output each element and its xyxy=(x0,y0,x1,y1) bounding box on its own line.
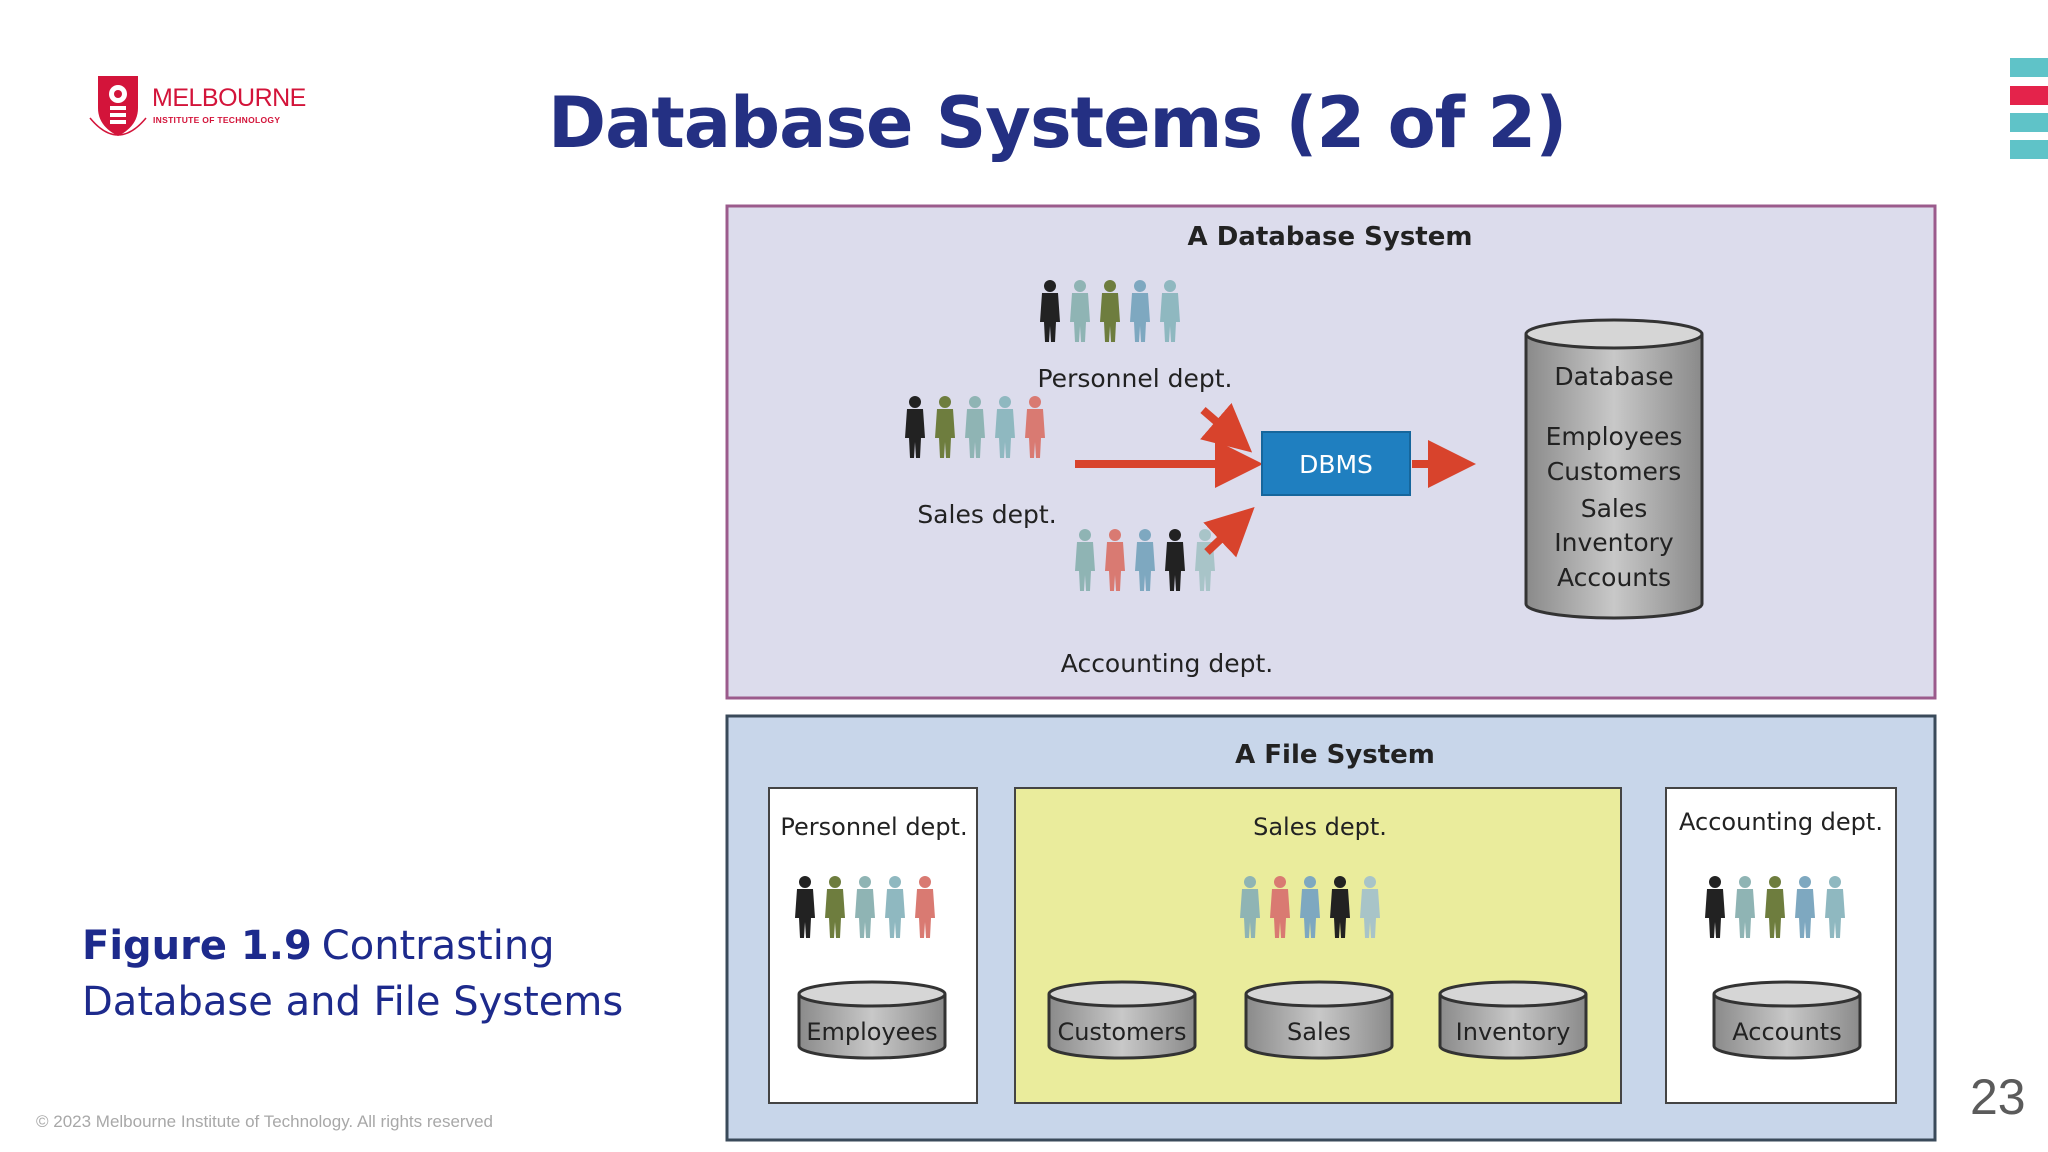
deco-stripe xyxy=(2010,113,2048,132)
accounts-file-cylinder xyxy=(1712,980,1862,1060)
arrow-personnel-to-dbms xyxy=(1200,402,1253,453)
personnel-label: Personnel dept. xyxy=(1038,364,1233,393)
file-system-title: A File System xyxy=(1235,740,1435,770)
logo-subtitle: INSTITUTE OF TECHNOLOGY xyxy=(153,115,281,125)
sales-file-cylinder xyxy=(1244,980,1394,1060)
caption-label: Figure 1.9 xyxy=(82,923,312,969)
file-sales-label: Sales dept. xyxy=(1253,813,1387,841)
copyright-notice: © 2023 Melbourne Institute of Technology… xyxy=(36,1112,493,1131)
slide-number: 23 xyxy=(1970,1069,2026,1125)
accounts-file-label: Accounts xyxy=(1732,1018,1841,1046)
dbms-label: DBMS xyxy=(1299,450,1373,479)
deco-stripe xyxy=(2010,58,2048,77)
logo-name: MELBOURNE xyxy=(152,84,306,112)
arrow-accounting-to-dbms xyxy=(1203,507,1255,558)
crest-icon xyxy=(89,76,147,136)
caption-text: Contrasting Database and File Systems xyxy=(82,923,624,1025)
file-accounting-label: Accounting dept. xyxy=(1679,808,1883,836)
database-item: Accounts xyxy=(1557,563,1671,592)
database-title: Database xyxy=(1554,362,1673,391)
inventory-file-cylinder xyxy=(1438,980,1588,1060)
deco-stripe xyxy=(2010,140,2048,159)
sales-file-label: Sales xyxy=(1287,1018,1351,1046)
customers-file-cylinder xyxy=(1047,980,1197,1060)
accounting-label: Accounting dept. xyxy=(1061,649,1273,678)
database-item: Sales xyxy=(1581,494,1648,523)
file-personnel-label: Personnel dept. xyxy=(780,813,967,841)
database-vs-file-system-diagram: A Database System Personnel dept. Sales … xyxy=(725,204,1937,1142)
database-item: Inventory xyxy=(1554,528,1674,557)
institute-logo: MELBOURNE INSTITUTE OF TECHNOLOGY xyxy=(88,72,306,144)
page-title: Database Systems (2 of 2) xyxy=(548,82,1567,164)
database-item: Employees xyxy=(1546,422,1683,451)
figure-diagram: A Database System Personnel dept. Sales … xyxy=(725,204,1939,1147)
database-item: Customers xyxy=(1547,457,1681,486)
customers-file-label: Customers xyxy=(1057,1018,1186,1046)
inventory-file-label: Inventory xyxy=(1456,1018,1571,1046)
database-system-title: A Database System xyxy=(1188,222,1473,252)
employees-file-cylinder xyxy=(797,980,947,1060)
dbms-box xyxy=(1261,431,1411,496)
database-cylinder xyxy=(1524,318,1704,620)
sales-label: Sales dept. xyxy=(917,500,1056,529)
employees-file-label: Employees xyxy=(806,1018,937,1046)
deco-stripe xyxy=(2010,86,2048,105)
